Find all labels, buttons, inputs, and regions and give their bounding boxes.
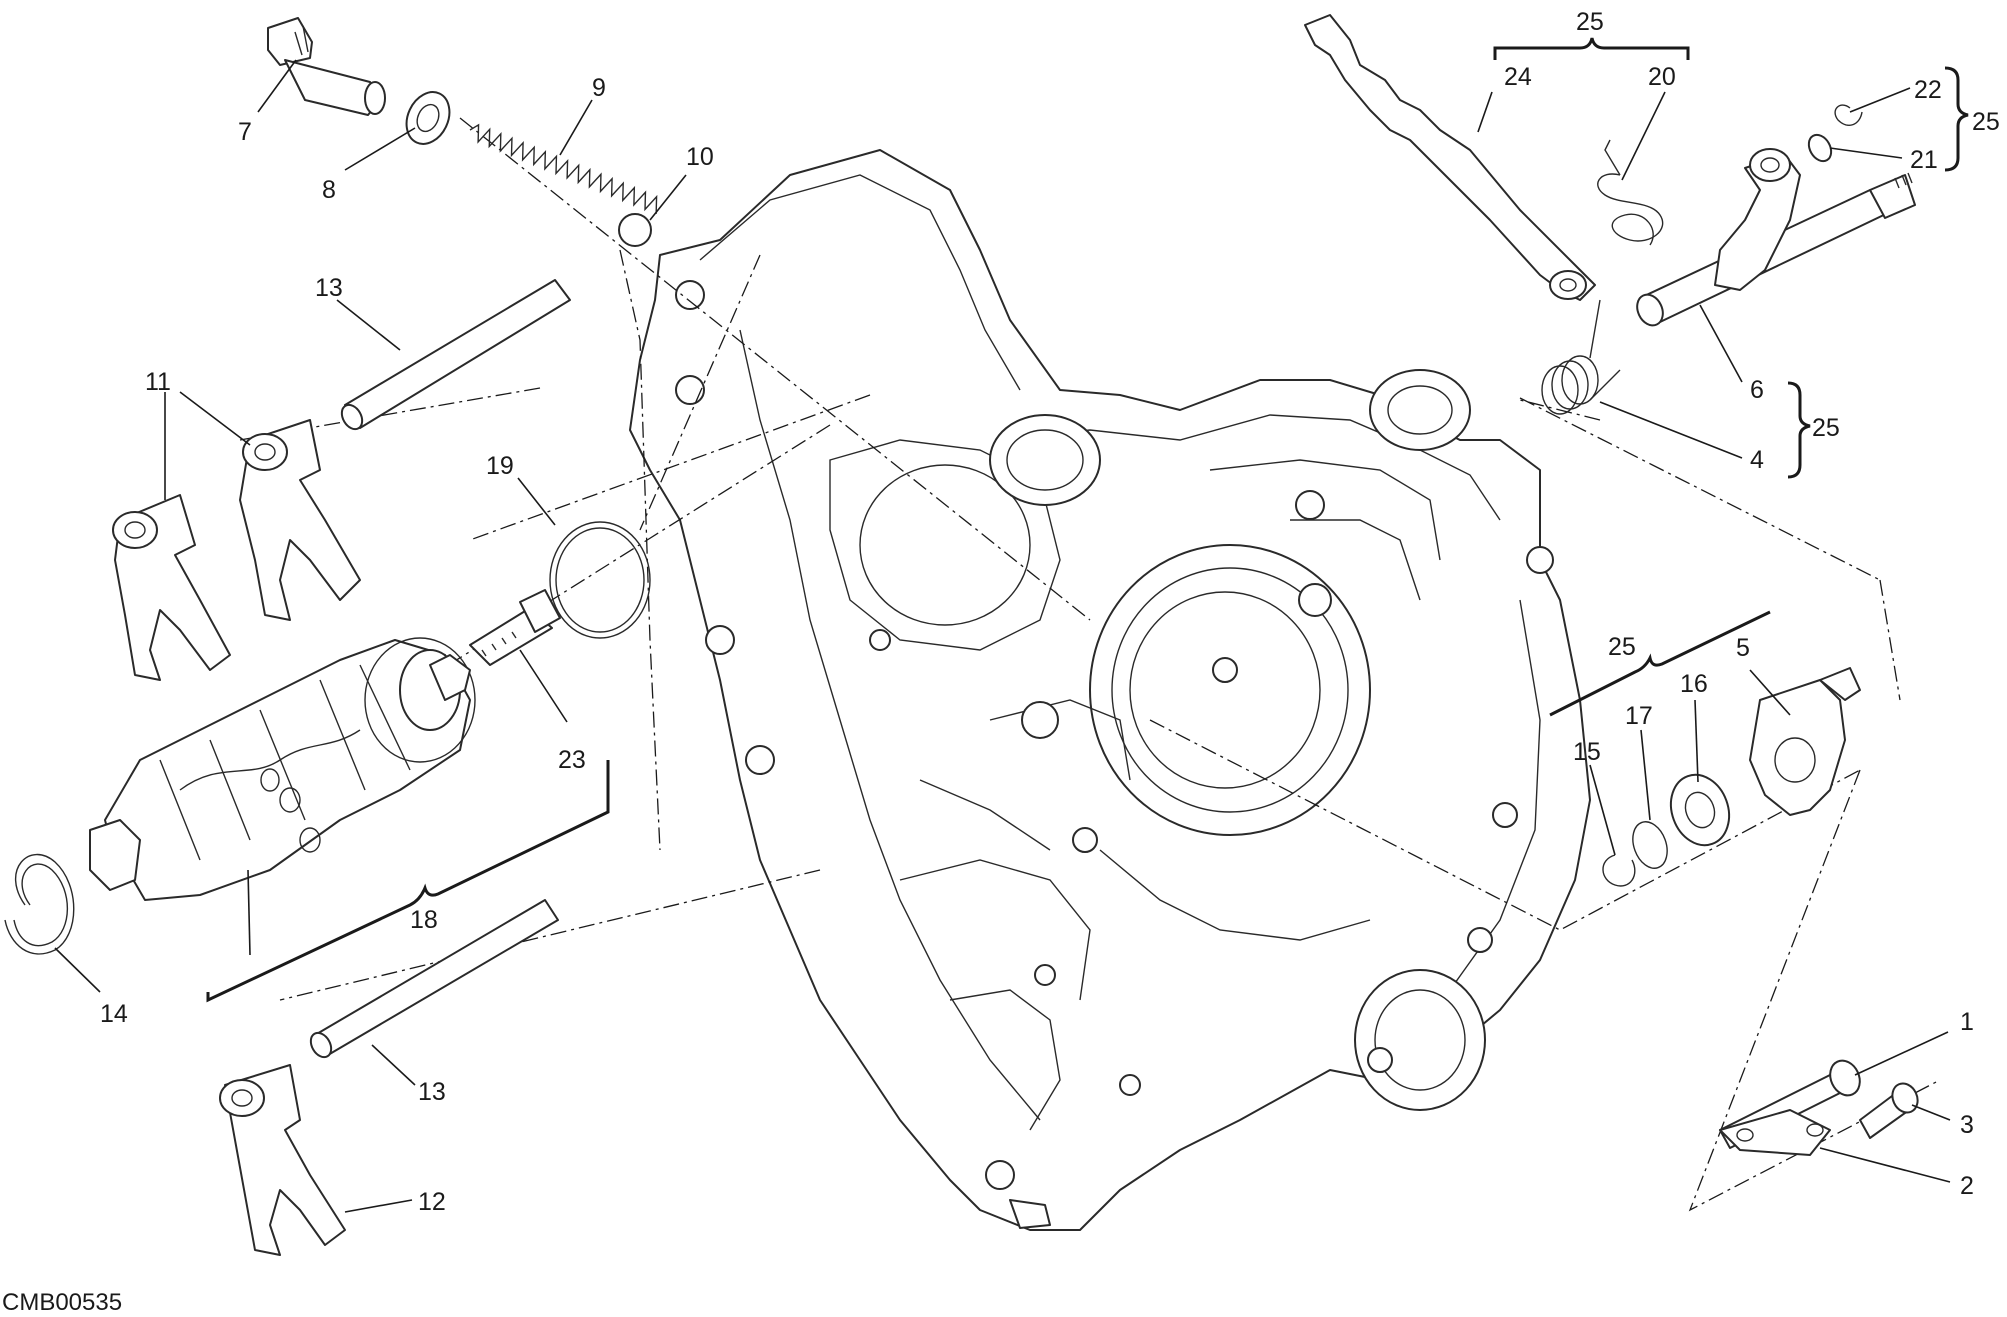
callout-14: 14	[100, 1000, 128, 1028]
callout-3: 3	[1960, 1111, 1974, 1139]
callout-9: 9	[592, 74, 606, 102]
callout-25-right-middle: 25	[1812, 414, 1840, 442]
brackets	[206, 37, 1969, 1003]
leader-lines	[54, 59, 1951, 1213]
callout-25-right-top: 25	[1972, 108, 2000, 136]
part-11-shift-forks	[112, 419, 361, 681]
part-14-circlip	[4, 853, 75, 955]
part-23-plunger	[469, 589, 561, 666]
part-12-shift-fork	[219, 1064, 346, 1256]
callout-12: 12	[418, 1188, 446, 1216]
callout-1: 1	[1960, 1008, 1974, 1036]
callout-10: 10	[686, 143, 714, 171]
callout-11: 11	[145, 368, 171, 396]
callout-25-right-lower: 25	[1608, 633, 1636, 661]
part-22-circlip	[1834, 104, 1863, 126]
callout-13-upper: 13	[315, 274, 343, 302]
callout-7: 7	[238, 118, 252, 146]
callout-19: 19	[486, 452, 514, 480]
callout-18: 18	[410, 906, 438, 934]
part-21-washer	[1807, 133, 1833, 163]
part-10-ball	[618, 213, 652, 247]
part-16-seal	[1669, 773, 1731, 847]
crankcase-half	[629, 149, 1591, 1231]
callout-21: 21	[1910, 146, 1938, 174]
part-8-washer	[405, 91, 451, 145]
callout-4: 4	[1750, 446, 1764, 474]
part-5-plate	[1749, 667, 1861, 816]
part-13-lower-shaft	[309, 899, 559, 1059]
part-19-o-ring	[549, 521, 651, 639]
part-20-spring	[1597, 139, 1664, 246]
callout-8: 8	[322, 176, 336, 204]
callout-23: 23	[558, 746, 586, 774]
selector-drum	[89, 637, 476, 901]
part-17-ring	[1632, 821, 1668, 869]
part-24-gear-lever	[1304, 14, 1596, 301]
callout-2: 2	[1960, 1172, 1974, 1200]
drawing-code: CMB00535	[2, 1289, 122, 1316]
callout-16: 16	[1680, 670, 1708, 698]
part-9-spring	[469, 123, 658, 214]
callout-17: 17	[1625, 702, 1653, 730]
part-4-spring	[1541, 299, 1621, 415]
callout-24: 24	[1504, 63, 1532, 91]
callout-20: 20	[1648, 63, 1676, 91]
callout-6: 6	[1750, 376, 1764, 404]
callout-15: 15	[1573, 738, 1601, 766]
part-15-circlip	[1602, 854, 1636, 887]
part-6-shift-shaft	[1636, 148, 1916, 327]
callout-13-lower: 13	[418, 1078, 446, 1106]
callout-22: 22	[1914, 76, 1942, 104]
part-13-upper-shaft	[340, 279, 571, 431]
callout-25-top: 25	[1576, 8, 1604, 36]
callout-labels: 1 2 3 4 5 6 7 8 9 10 11 12 13 13 14 15 1…	[2, 8, 2000, 1316]
part-7-pivot-bolt	[267, 17, 386, 116]
callout-5: 5	[1736, 634, 1750, 662]
part-1-3-screws-2-plate	[1719, 1059, 1919, 1156]
